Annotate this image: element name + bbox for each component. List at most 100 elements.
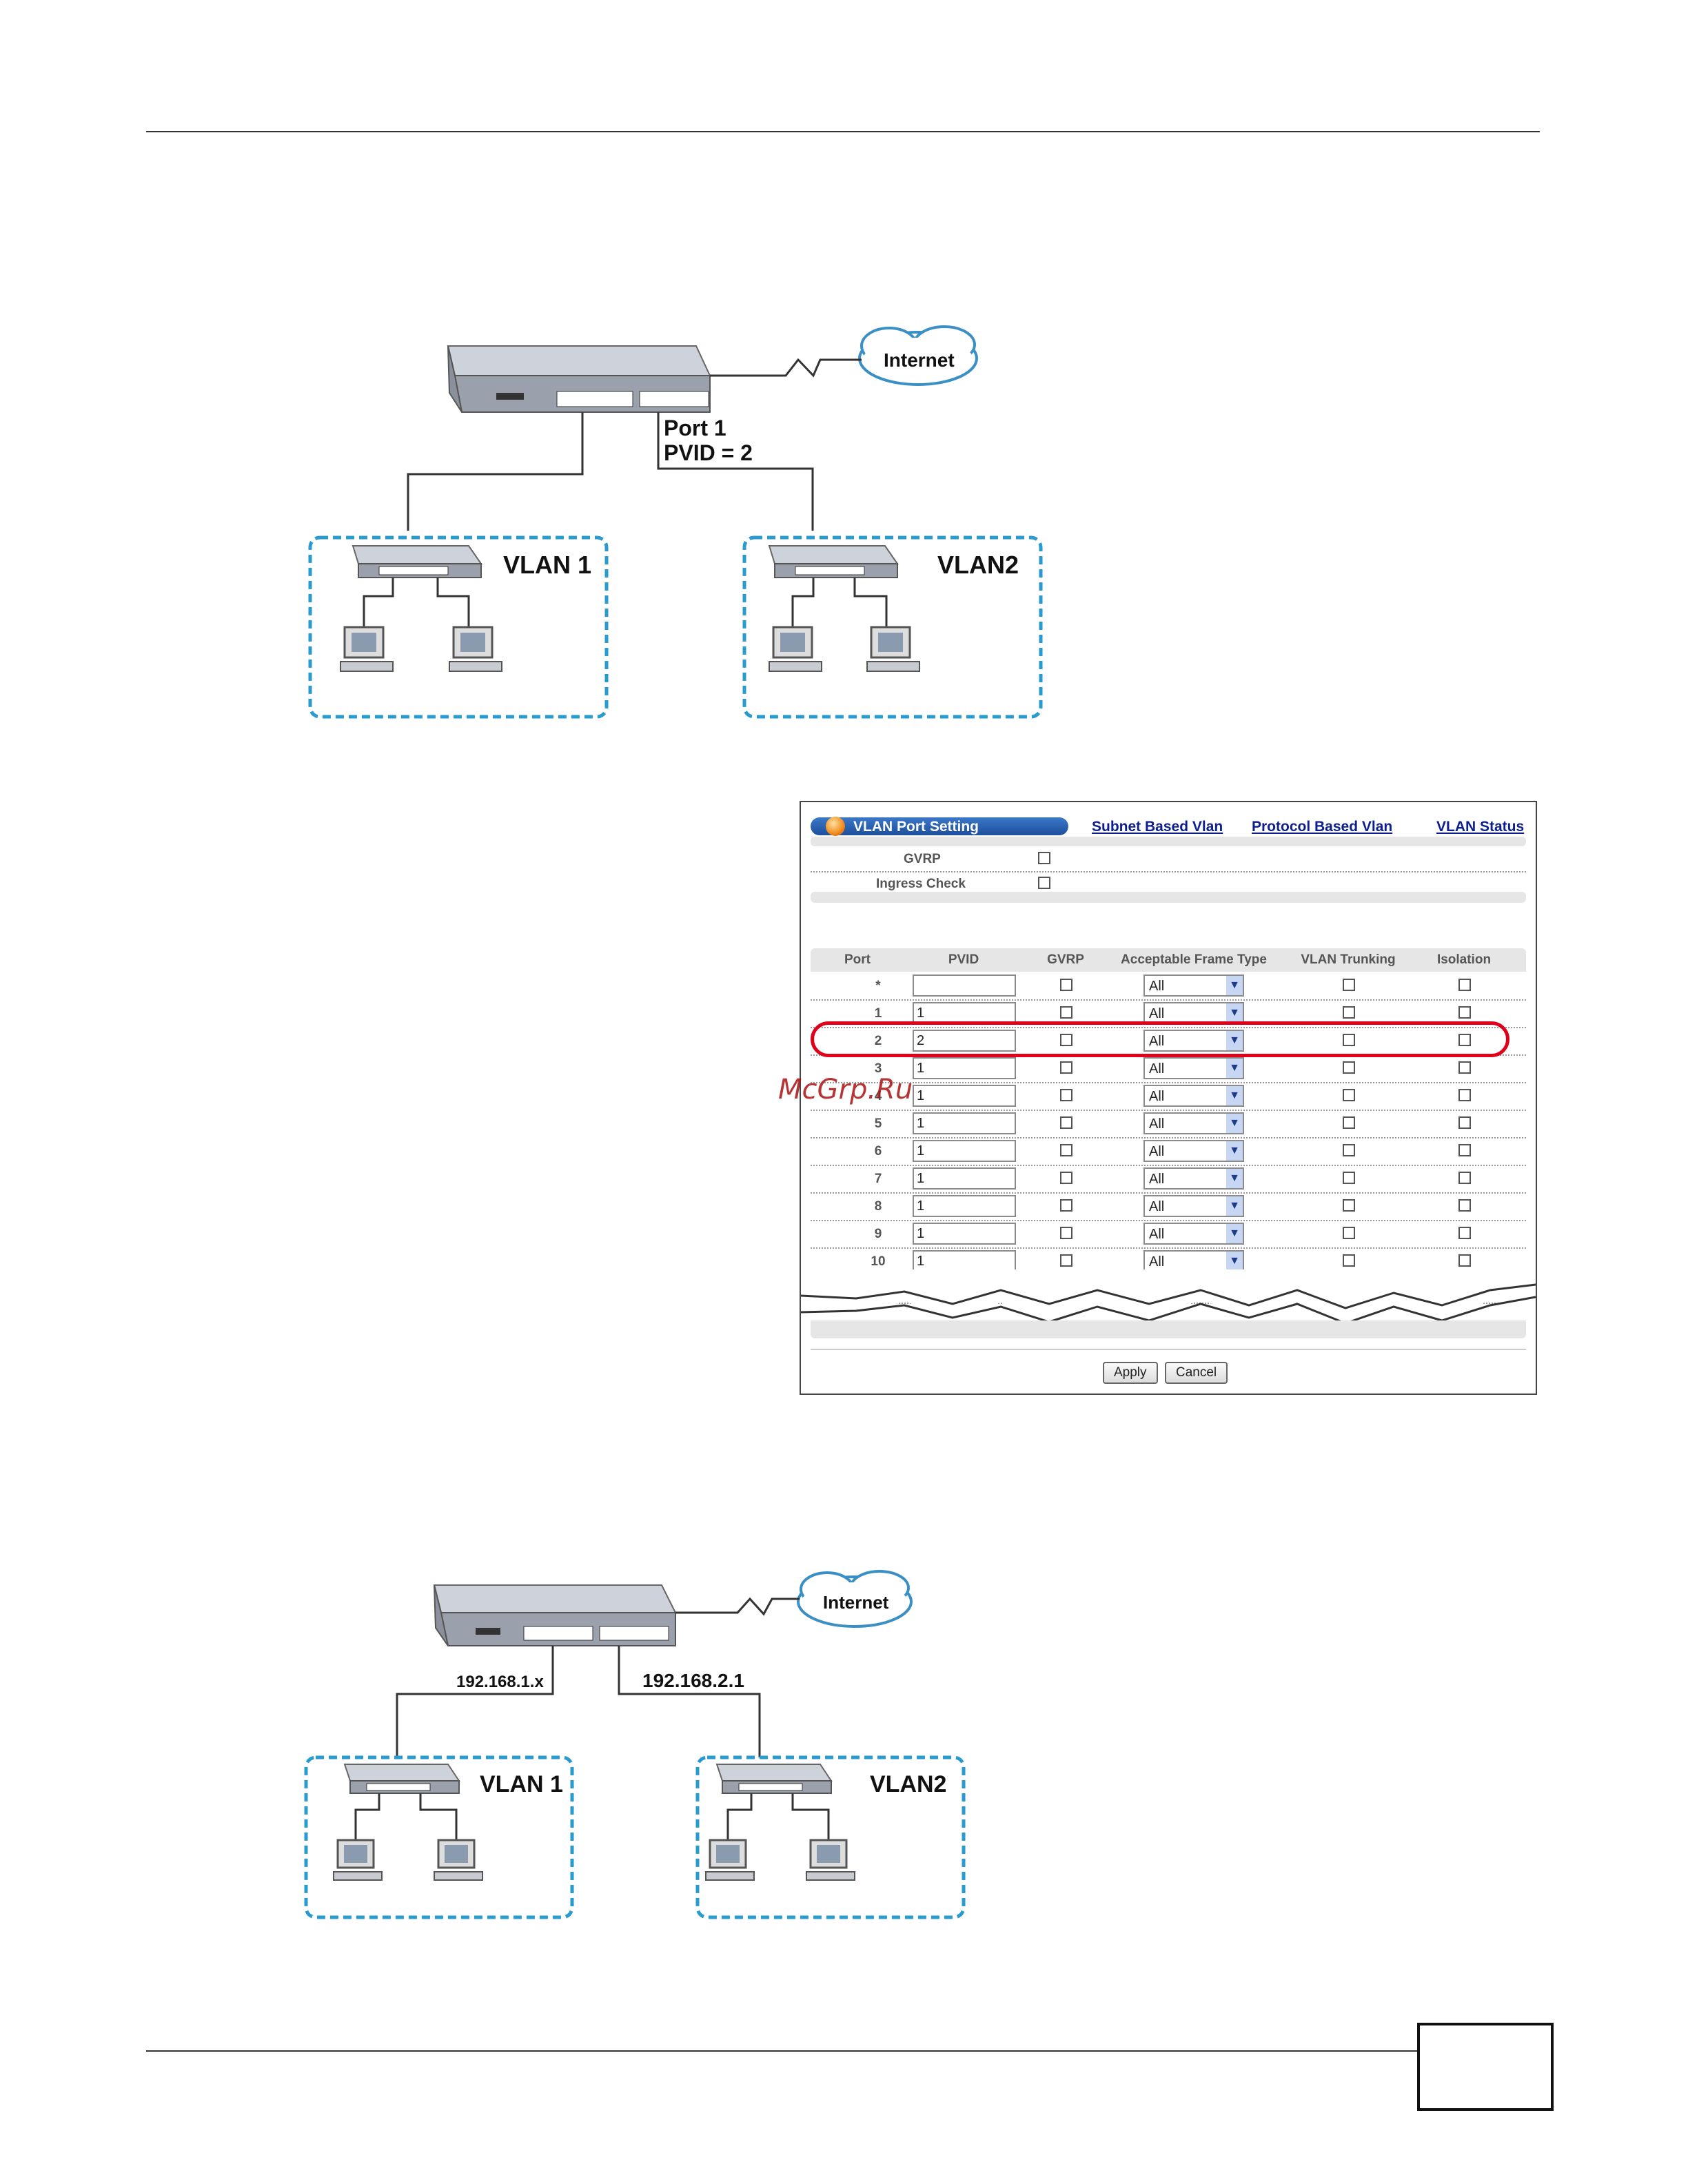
port-number: 2: [874, 1034, 882, 1048]
table-row: 3All▼: [811, 1054, 1526, 1083]
gvrp-checkbox[interactable]: [1060, 979, 1072, 991]
vlan-trunking-checkbox[interactable]: [1343, 1254, 1355, 1267]
gvrp-checkbox[interactable]: [1060, 1061, 1072, 1074]
gvrp-checkbox[interactable]: [1060, 1199, 1072, 1212]
frame-type-value: All: [1149, 979, 1165, 994]
gvrp-checkbox[interactable]: [1060, 1006, 1072, 1019]
pvid-input[interactable]: [913, 1057, 1016, 1079]
table-row: 5All▼: [811, 1110, 1526, 1139]
tab-protocol-based-vlan[interactable]: Protocol Based Vlan: [1252, 819, 1393, 835]
isolation-checkbox[interactable]: [1458, 1227, 1471, 1239]
frame-type-select[interactable]: All▼: [1143, 1112, 1244, 1134]
ingress-check-checkbox[interactable]: [1038, 877, 1050, 889]
isolation-checkbox[interactable]: [1458, 1089, 1471, 1101]
torn-edge: [801, 1269, 1536, 1325]
pvid-input[interactable]: [913, 1195, 1016, 1217]
chevron-down-icon: ▼: [1226, 1196, 1243, 1216]
vlan-trunking-checkbox[interactable]: [1343, 1089, 1355, 1101]
frame-type-value: All: [1149, 1172, 1165, 1187]
vlan-trunking-checkbox[interactable]: [1343, 979, 1355, 991]
frame-type-value: All: [1149, 1254, 1165, 1269]
pvid-input[interactable]: [913, 974, 1016, 997]
vlan1-group: [304, 1755, 574, 1919]
frame-type-select[interactable]: All▼: [1143, 1140, 1244, 1162]
frame-type-value: All: [1149, 1006, 1165, 1021]
col-port: Port: [844, 952, 871, 967]
tab-subnet-based-vlan[interactable]: Subnet Based Vlan: [1092, 819, 1223, 835]
vlan2-group: [695, 1755, 966, 1919]
vlan-trunking-checkbox[interactable]: [1343, 1199, 1355, 1212]
frame-type-select[interactable]: All ▼: [1143, 974, 1244, 997]
col-gvrp: GVRP: [1047, 952, 1084, 967]
vlan-trunking-checkbox[interactable]: [1343, 1144, 1355, 1156]
frame-type-select[interactable]: All▼: [1143, 1167, 1244, 1190]
internet-cloud-icon: [858, 325, 978, 386]
isolation-checkbox[interactable]: [1458, 1199, 1471, 1212]
gvrp-checkbox[interactable]: [1060, 1116, 1072, 1129]
vlan-trunking-checkbox[interactable]: [1343, 1172, 1355, 1184]
pc-icon: [340, 626, 394, 672]
pvid-input[interactable]: [913, 1223, 1016, 1245]
vlan2-switch-icon: [715, 1764, 833, 1794]
vlan-trunking-checkbox[interactable]: [1343, 1116, 1355, 1129]
pvid-input[interactable]: [913, 1112, 1016, 1134]
orb-icon: [826, 817, 845, 836]
frame-type-select[interactable]: All▼: [1143, 1030, 1244, 1052]
vlan-trunking-checkbox[interactable]: [1343, 1227, 1355, 1239]
tab-vlan-port-setting[interactable]: VLAN Port Setting: [811, 817, 1068, 836]
chevron-down-icon: ▼: [1226, 976, 1243, 995]
chevron-down-icon: ▼: [1226, 1086, 1243, 1105]
vlan1-switch-icon: [352, 545, 482, 578]
port-number: 9: [874, 1227, 882, 1241]
pvid-input[interactable]: [913, 1030, 1016, 1052]
pvid-label: PVID = 2: [664, 440, 753, 465]
frame-type-select[interactable]: All▼: [1143, 1057, 1244, 1079]
isolation-checkbox[interactable]: [1458, 1034, 1471, 1046]
gvrp-checkbox[interactable]: [1060, 1089, 1072, 1101]
gvrp-checkbox[interactable]: [1060, 1254, 1072, 1267]
internet-label: Internet: [823, 1592, 889, 1613]
isolation-checkbox[interactable]: [1458, 1116, 1471, 1129]
vlan-trunking-checkbox[interactable]: [1343, 1006, 1355, 1019]
port-number: 4: [874, 1089, 882, 1103]
watermark-text: McGrp.Ru: [778, 1074, 913, 1105]
pvid-input[interactable]: [913, 1167, 1016, 1190]
cancel-button[interactable]: Cancel: [1165, 1362, 1228, 1384]
gvrp-checkbox[interactable]: [1060, 1034, 1072, 1046]
gvrp-checkbox[interactable]: [1060, 1227, 1072, 1239]
table-row: 4 All ▼: [811, 1082, 1526, 1111]
vlan-trunking-checkbox[interactable]: [1343, 1061, 1355, 1074]
frame-type-select[interactable]: All▼: [1143, 1195, 1244, 1217]
table-row: 6All▼: [811, 1137, 1526, 1166]
vlan1-label: VLAN 1: [503, 551, 591, 579]
pvid-input[interactable]: [913, 1140, 1016, 1162]
apply-button[interactable]: Apply: [1103, 1362, 1158, 1384]
gvrp-checkbox[interactable]: [1060, 1144, 1072, 1156]
vlan-trunking-checkbox[interactable]: [1343, 1034, 1355, 1046]
section-bar: [811, 892, 1526, 903]
frame-type-select[interactable]: All ▼: [1143, 1085, 1244, 1107]
isolation-checkbox[interactable]: [1458, 1172, 1471, 1184]
internet-cloud-icon: [797, 1570, 913, 1628]
isolation-checkbox[interactable]: [1458, 1144, 1471, 1156]
global-settings: GVRP Ingress Check: [811, 846, 1526, 899]
port-number: 7: [874, 1172, 882, 1186]
col-vlan-trunking: VLAN Trunking: [1301, 952, 1396, 967]
table-row: 8All▼: [811, 1192, 1526, 1221]
frame-type-select[interactable]: All▼: [1143, 1002, 1244, 1024]
frame-type-value: All: [1149, 1089, 1165, 1104]
isolation-checkbox[interactable]: [1458, 1006, 1471, 1019]
pvid-input[interactable]: [913, 1085, 1016, 1107]
isolation-checkbox[interactable]: [1458, 1254, 1471, 1267]
frame-type-value: All: [1149, 1227, 1165, 1242]
isolation-checkbox[interactable]: [1458, 1061, 1471, 1074]
chevron-down-icon: ▼: [1226, 1141, 1243, 1161]
pc-icon: [449, 626, 502, 672]
gvrp-global-checkbox[interactable]: [1038, 852, 1050, 864]
tab-vlan-status[interactable]: VLAN Status: [1436, 819, 1525, 835]
internet-label: Internet: [884, 349, 955, 371]
isolation-checkbox[interactable]: [1458, 979, 1471, 991]
vlan-pvid-diagram: Internet Port 1 PVID = 2 VLAN 1 VLAN2: [289, 303, 1061, 731]
gvrp-checkbox[interactable]: [1060, 1172, 1072, 1184]
frame-type-select[interactable]: All▼: [1143, 1223, 1244, 1245]
